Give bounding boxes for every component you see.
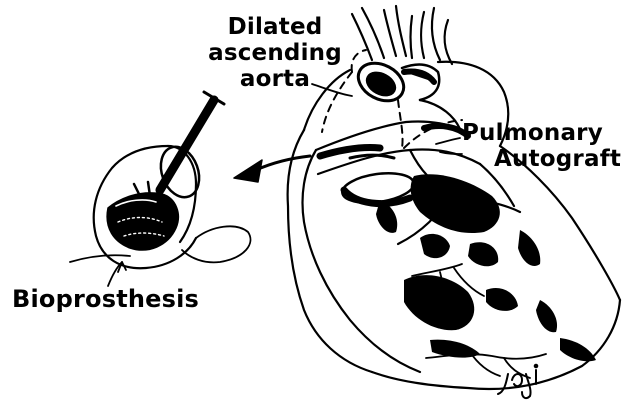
pulmonary-label-line2: Autograft: [462, 146, 621, 172]
dilated-label-line1: Dilated: [190, 14, 360, 40]
autograft-ring: [340, 169, 415, 207]
dilated-label-line2: ascending: [190, 40, 360, 66]
heart-shading: [376, 174, 596, 361]
bioprosthesis-label: Bioprosthesis: [12, 287, 199, 311]
artist-signature: [498, 365, 537, 398]
dilated-label-line3: aorta: [190, 66, 360, 92]
dilated-ascending-aorta-label: Dilated ascending aorta: [190, 14, 360, 92]
pulmonary-autograft: [316, 122, 480, 175]
bioprosthesis-assembly: [70, 92, 250, 268]
pulmonary-label-line1: Pulmonary: [462, 120, 621, 146]
pulmonary-autograft-label: Pulmonary Autograft: [462, 120, 621, 172]
great-vessels: [352, 6, 452, 64]
removal-arrow: [234, 156, 310, 182]
